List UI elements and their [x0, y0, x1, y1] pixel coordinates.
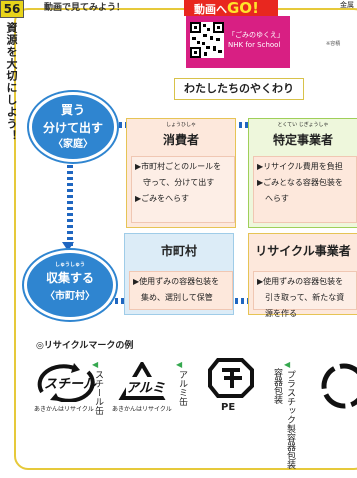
steel-caption: スチール缶 [93, 370, 103, 415]
triangle-icon: ◀ [92, 360, 99, 369]
list-item: ▶使用ずみの容器包装を [257, 277, 344, 286]
card-municipality-title: 市町村 [160, 244, 197, 258]
roles-title: わたしたちのやくわり [174, 78, 304, 100]
circle-household: 買う 分けて出す 〈家庭〉 [29, 92, 117, 162]
plastic-packaging-mark-icon [314, 362, 357, 410]
card-specified-ruby: とくてい じぎょうしゃ [277, 122, 329, 128]
qr-title: 「ごみのゆくえ」 [228, 31, 284, 39]
list-item: ▶ごみとなる容器包装を [257, 178, 343, 187]
card-specified-business: とくてい じぎょうしゃ特定事業者 ▶リサイクル費用を負担 ▶ごみとなる容器包装を… [248, 118, 357, 228]
list-item: 引き取って、新たな資 [257, 293, 345, 302]
card-recycler-body: ▶使用ずみの容器包装を 引き取って、新たな資 源を作る [253, 271, 357, 318]
list-item: ▶使用ずみの容器包装を [133, 277, 220, 286]
circle-household-line1: 買う [60, 103, 85, 117]
qr-code-icon[interactable] [190, 22, 224, 58]
steel-mark-subtext: あきかんはリサイクル [34, 406, 94, 413]
steel-mark-text: スチール [44, 377, 97, 392]
qr-panel[interactable]: 「ごみのゆくえ」 NHK for School [186, 16, 290, 68]
card-recycler: リサイクル事業者 ▶使用ずみの容器包装を 引き取って、新たな資 源を作る [248, 233, 357, 318]
aluminum-can-mark-icon: アルミ あきかんはリサイクル [112, 360, 174, 414]
side-cut-text: 金属 [340, 1, 354, 9]
list-item: ▶リサイクル費用を負担 [257, 162, 343, 171]
card-specified-body: ▶リサイクル費用を負担 ▶ごみとなる容器包装を へらす [253, 156, 357, 223]
banner-text: 動画へ [194, 3, 227, 16]
circle-municipality: しゅうしゅう 収集する 〈市町村〉 [24, 250, 116, 320]
list-item: 集め、選別して保管 [133, 293, 213, 302]
card-consumer: しょうひしゃ消費者 ▶市町村ごとのルールを 守って、分けて出す ▶ごみをへらす [126, 118, 236, 228]
list-item: へらす [257, 194, 289, 203]
triangle-icon: ◀ [176, 360, 183, 369]
card-consumer-body: ▶市町村ごとのルールを 守って、分けて出す ▶ごみをへらす [131, 156, 235, 223]
side-cut-note: ※容積 [326, 41, 341, 47]
list-item: ▶ごみをへらす [135, 194, 189, 203]
list-item: 源を作る [257, 309, 297, 318]
packaging-caption-mid: 容器包装 [272, 368, 282, 404]
card-recycler-title: リサイクル事業者 [255, 244, 351, 258]
card-municipality: 市町村 ▶使用ずみの容器包装を 集め、選別して保管 [124, 233, 234, 315]
list-item: ▶市町村ごとのルールを [135, 162, 222, 171]
circle-household-line3: 〈家庭〉 [53, 139, 93, 150]
aluminum-caption: アルミ缶 [177, 370, 187, 406]
pet-mark-text: PE [221, 402, 236, 413]
page-number: 56 [0, 0, 24, 18]
triangle-icon: ◀ [284, 360, 291, 369]
examples-title: ◎リサイクルマークの例 [36, 341, 134, 351]
circle-municipality-line2: 〈市町村〉 [45, 291, 95, 302]
circle-household-line2: 分けて出す [42, 121, 103, 135]
circle-municipality-line1: 収集する [45, 271, 94, 285]
plastic-caption: プラスチック製容器包装 [285, 370, 295, 469]
list-item: 守って、分けて出す [135, 178, 215, 187]
steel-can-mark-icon: スチール あきかんはリサイクル [34, 362, 96, 414]
pet-bottle-mark-icon: PE [206, 356, 258, 416]
sidebar-title: 資源を大切にしよう！ [5, 22, 18, 142]
connector-vertical [67, 160, 73, 252]
card-municipality-body: ▶使用ずみの容器包装を 集め、選別して保管 [129, 271, 233, 310]
card-consumer-title: 消費者 [162, 133, 199, 147]
arrow-down-icon [62, 242, 74, 251]
qr-source: NHK for School [228, 41, 281, 49]
video-banner[interactable]: 動画へGO! [184, 0, 278, 16]
banner-go: GO! [227, 0, 259, 17]
aluminum-mark-text: アルミ [126, 377, 165, 396]
card-consumer-ruby: しょうひしゃ [165, 122, 196, 128]
top-heading-cut: 動画で見てみよう！ [44, 3, 126, 13]
circle-municipality-ruby: しゅうしゅう [54, 262, 85, 268]
card-specified-title: 特定事業者 [272, 133, 333, 147]
aluminum-mark-subtext: あきかんはリサイクル [112, 406, 172, 413]
